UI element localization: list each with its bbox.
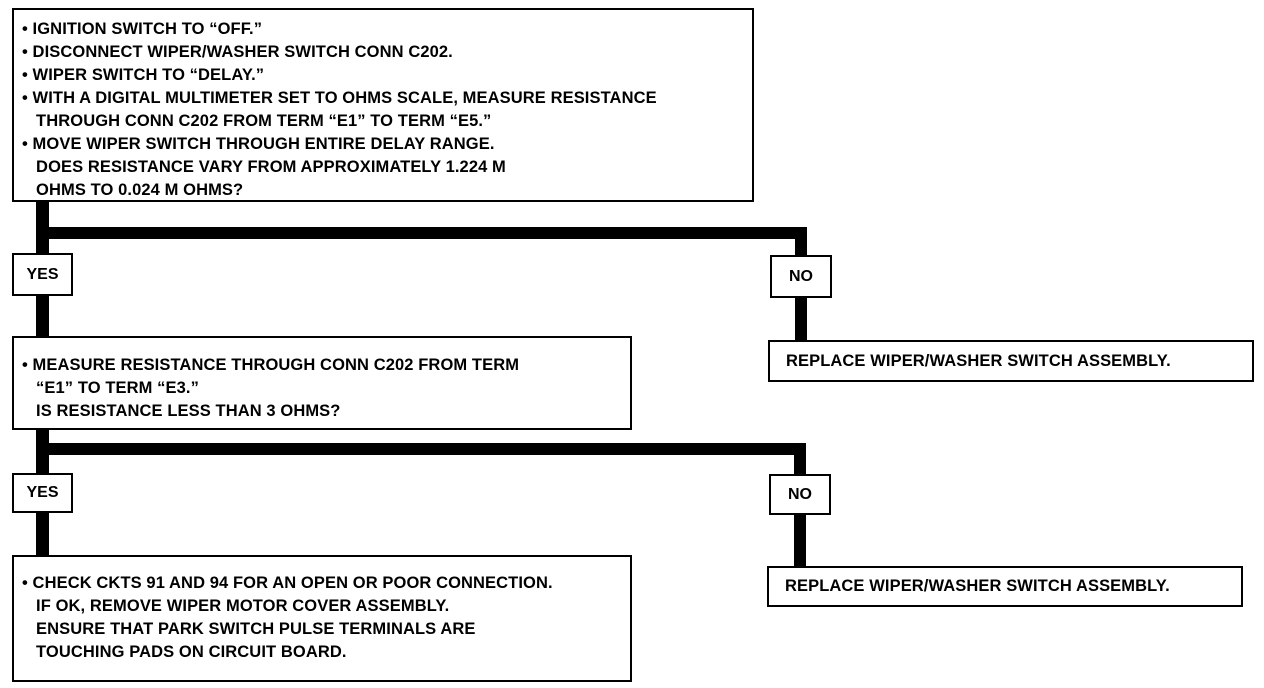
step1-line: • DISCONNECT WIPER/WASHER SWITCH CONN C2… [22, 43, 453, 61]
step1-line: OHMS TO 0.024 M OHMS? [22, 181, 244, 199]
connector-branch1-horizontal [36, 227, 807, 239]
step1-line: • IGNITION SWITCH TO “OFF.” [22, 20, 263, 38]
step3-line: • CHECK CKTS 91 AND 94 FOR AN OPEN OR PO… [22, 574, 553, 592]
step3-line: TOUCHING PADS ON CIRCUIT BOARD. [22, 643, 347, 661]
no-label-branch1: NO [770, 255, 832, 298]
no-result-branch2: REPLACE WIPER/WASHER SWITCH ASSEMBLY. [767, 566, 1243, 607]
connector-branch2-no-down [794, 443, 806, 476]
connector-no1-to-result [795, 297, 807, 342]
no-result-text: REPLACE WIPER/WASHER SWITCH ASSEMBLY. [785, 577, 1170, 595]
step3-box: • CHECK CKTS 91 AND 94 FOR AN OPEN OR PO… [12, 555, 632, 682]
step2-line: IS RESISTANCE LESS THAN 3 OHMS? [22, 402, 341, 420]
step3-line: IF OK, REMOVE WIPER MOTOR COVER ASSEMBLY… [22, 597, 450, 615]
step1-line: THROUGH CONN C202 FROM TERM “E1” TO TERM… [22, 112, 492, 130]
yes-label-branch2: YES [12, 473, 73, 513]
connector-yes2-to-step3 [36, 511, 49, 557]
step2-box: • MEASURE RESISTANCE THROUGH CONN C202 F… [12, 336, 632, 430]
step1-line: • WITH A DIGITAL MULTIMETER SET TO OHMS … [22, 89, 657, 107]
yes-label-branch1: YES [12, 253, 73, 296]
connector-yes1-to-step2 [36, 294, 49, 337]
connector-branch2-horizontal [36, 443, 806, 455]
step2-line: • MEASURE RESISTANCE THROUGH CONN C202 F… [22, 356, 520, 374]
step1-line: DOES RESISTANCE VARY FROM APPROXIMATELY … [22, 158, 506, 176]
step3-line: ENSURE THAT PARK SWITCH PULSE TERMINALS … [22, 620, 476, 638]
no-label-branch2: NO [769, 474, 831, 515]
connector-no2-to-result [794, 513, 806, 567]
step1-line: • MOVE WIPER SWITCH THROUGH ENTIRE DELAY… [22, 135, 495, 153]
connector-branch1-no-down [795, 227, 807, 257]
step1-box: • IGNITION SWITCH TO “OFF.” • DISCONNECT… [12, 8, 754, 202]
no-result-branch1: REPLACE WIPER/WASHER SWITCH ASSEMBLY. [768, 340, 1254, 382]
no-result-text: REPLACE WIPER/WASHER SWITCH ASSEMBLY. [786, 351, 1171, 370]
step2-line: “E1” TO TERM “E3.” [22, 379, 199, 397]
step1-line: • WIPER SWITCH TO “DELAY.” [22, 66, 265, 84]
